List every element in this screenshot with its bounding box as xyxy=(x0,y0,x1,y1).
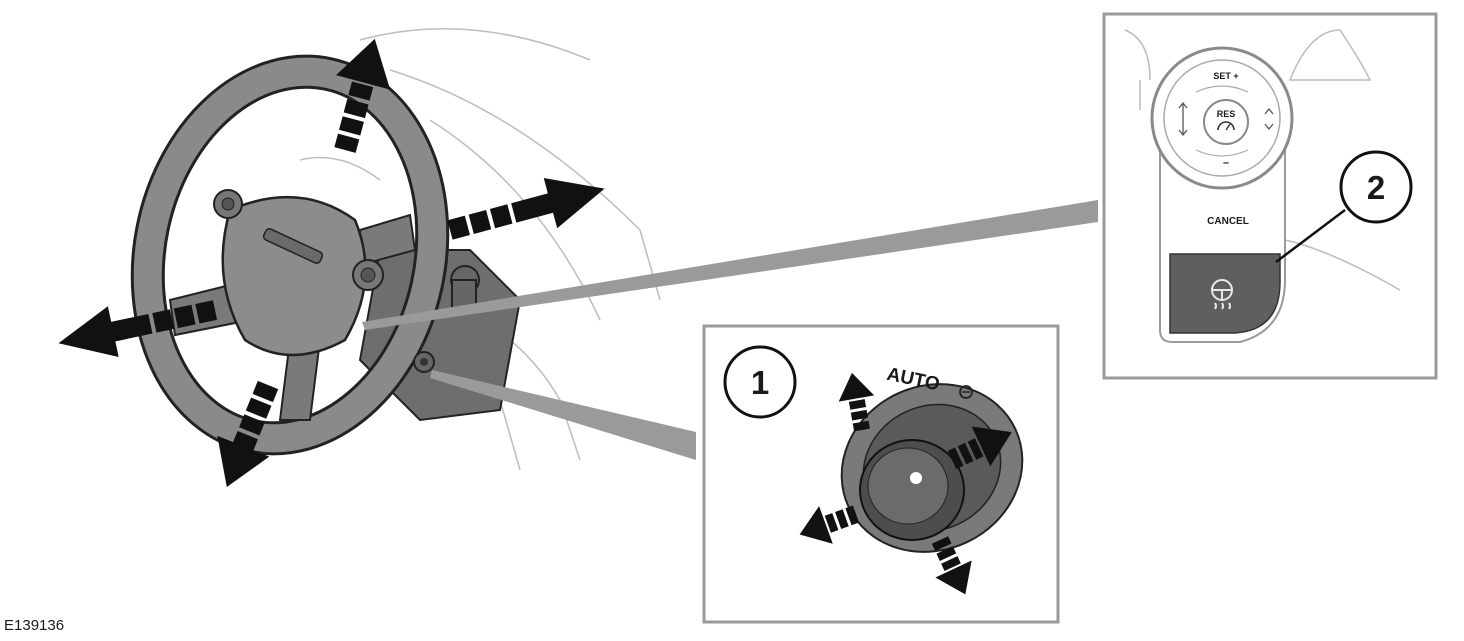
airbag-hub xyxy=(221,195,367,357)
cancel-label: CANCEL xyxy=(1207,216,1249,227)
callout-2-pointer xyxy=(1275,209,1346,263)
callout-1-number: 1 xyxy=(751,364,769,401)
callout-2-circle xyxy=(1339,150,1413,224)
lane-adjust-icon xyxy=(1264,107,1274,131)
adjuster-arrow-left xyxy=(799,505,860,544)
adjuster-arrow-right xyxy=(947,426,1012,470)
adjuster-arrow-up xyxy=(838,372,875,432)
callout-2-number: 2 xyxy=(1367,169,1385,206)
inset-column-adjuster: AUTO xyxy=(702,324,1060,624)
callout-1-circle xyxy=(723,345,797,419)
arrow-down xyxy=(217,380,279,487)
leader-line-1 xyxy=(430,370,696,460)
heated-steering-wheel-icon xyxy=(1211,279,1233,310)
minus-label: – xyxy=(1223,157,1229,169)
speedometer-icon xyxy=(1217,121,1235,131)
arrow-left xyxy=(58,300,218,358)
memory-icon xyxy=(959,385,973,399)
inset-switch-pack: SET + RES – CANCEL 2 xyxy=(1102,12,1438,380)
arrow-up xyxy=(334,38,391,153)
adjuster-arrow-down xyxy=(931,536,972,595)
heated-steering-wheel-button xyxy=(1169,253,1281,334)
arrow-right xyxy=(447,177,605,240)
steering-wheel-illustration xyxy=(130,28,661,471)
figure-id: E139136 xyxy=(4,617,65,634)
distance-adjust-icon xyxy=(1178,101,1188,137)
leader-line-2 xyxy=(362,200,1098,330)
res-label: RES xyxy=(1217,109,1236,119)
set-plus-label: SET + xyxy=(1213,71,1238,81)
